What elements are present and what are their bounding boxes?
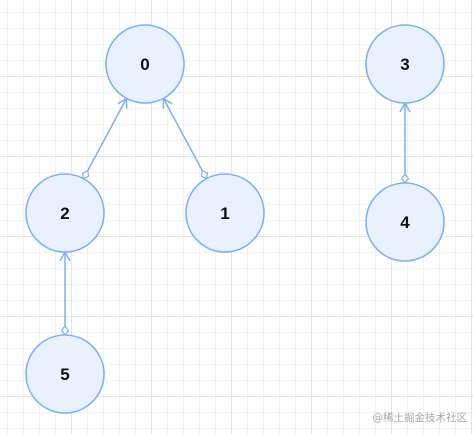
node-label: 4 — [400, 213, 410, 232]
node-1[interactable]: 1 — [185, 173, 265, 253]
node-5[interactable]: 5 — [25, 334, 105, 414]
edge-4-to-3 — [399, 101, 411, 184]
edge-tail-diamond — [60, 325, 70, 336]
node-label: 1 — [220, 204, 229, 223]
edge-5-to-2 — [59, 250, 71, 336]
edge-tail-diamond — [400, 173, 410, 184]
edge-tail-diamond — [200, 169, 209, 180]
node-label: 2 — [60, 204, 69, 223]
edge-1-to-0 — [162, 96, 209, 180]
edge-line — [162, 98, 203, 172]
node-circle[interactable] — [25, 173, 105, 253]
watermark: @稀土掘金技术社区 — [372, 412, 468, 424]
node-4[interactable]: 4 — [365, 182, 445, 262]
node-circle[interactable] — [185, 173, 265, 253]
node-3[interactable]: 3 — [365, 24, 445, 104]
edge-tail-diamond — [81, 169, 90, 180]
node-circle[interactable] — [365, 182, 445, 262]
edge-line — [87, 98, 128, 172]
nodes-layer: 0 1 2 3 4 5 — [25, 24, 445, 414]
node-label: 0 — [140, 55, 149, 74]
node-0[interactable]: 0 — [105, 24, 185, 104]
node-circle[interactable] — [25, 334, 105, 414]
node-circle[interactable] — [105, 24, 185, 104]
node-2[interactable]: 2 — [25, 173, 105, 253]
edges-layer — [59, 96, 411, 336]
node-label: 5 — [60, 365, 69, 384]
node-circle[interactable] — [365, 24, 445, 104]
edge-2-to-0 — [81, 96, 128, 180]
node-label: 3 — [400, 55, 409, 74]
